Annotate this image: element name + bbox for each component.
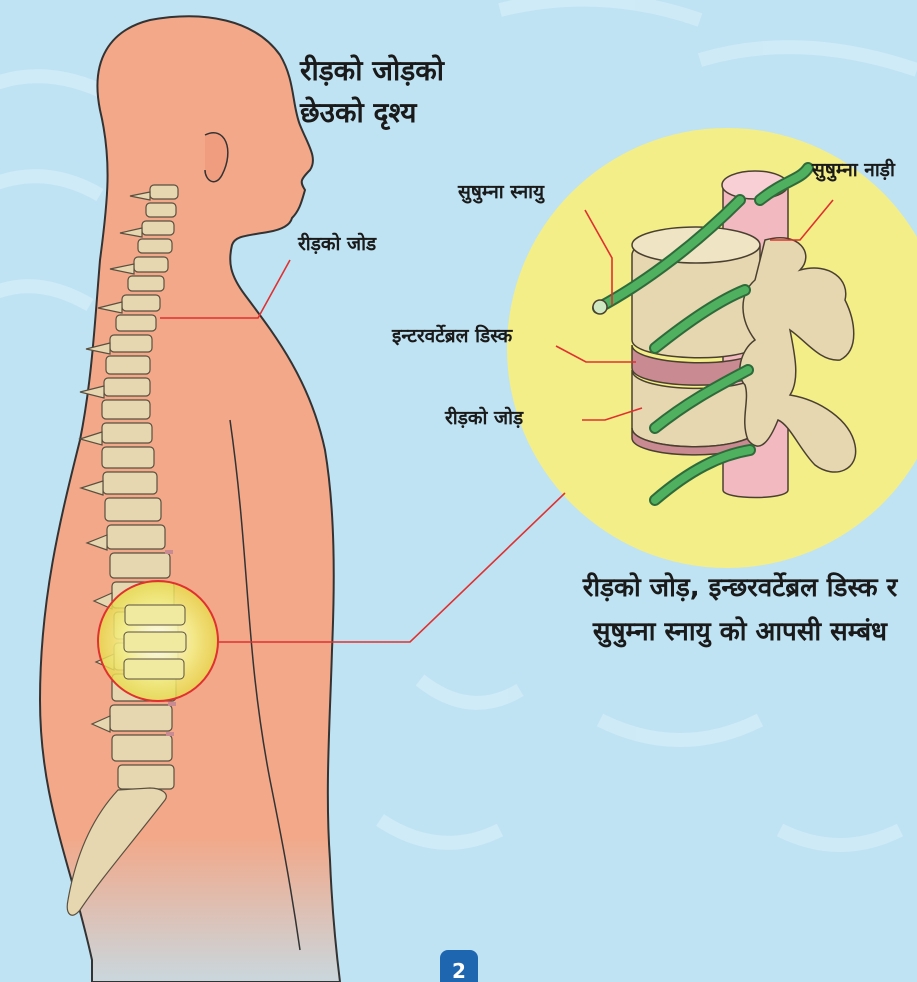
side-view-title: रीड़को जोड़को छेउको दृश्य <box>300 50 500 134</box>
side-view-title-line1: रीड़को जोड़को <box>300 50 500 92</box>
label-spinal-joint-right: रीड़को जोड़ <box>445 404 523 430</box>
caption-line1: रीड़को जोड़, इन्छरवर्टेब्रल डिस्क र <box>540 566 917 610</box>
label-spinal-nerve: सुषुम्ना स्नायु <box>458 178 544 204</box>
page-number: 2 <box>440 950 478 982</box>
body-silhouette <box>40 16 340 982</box>
label-intervertebral-disc: इन्टरवर्टेब्रल डिस्क <box>392 322 512 348</box>
caption: रीड़को जोड़, इन्छरवर्टेब्रल डिस्क र सुषु… <box>540 566 917 654</box>
label-spinal-cord: सुषुम्ना नाड़ी <box>812 156 895 182</box>
label-spinal-joint-left: रीड़को जोड <box>298 230 376 256</box>
caption-line2: सुषुम्ना स्नायु को आपसी सम्बंध <box>540 610 917 654</box>
highlight-vertebrae <box>124 605 186 679</box>
side-view-title-line2: छेउको दृश्य <box>300 92 500 134</box>
